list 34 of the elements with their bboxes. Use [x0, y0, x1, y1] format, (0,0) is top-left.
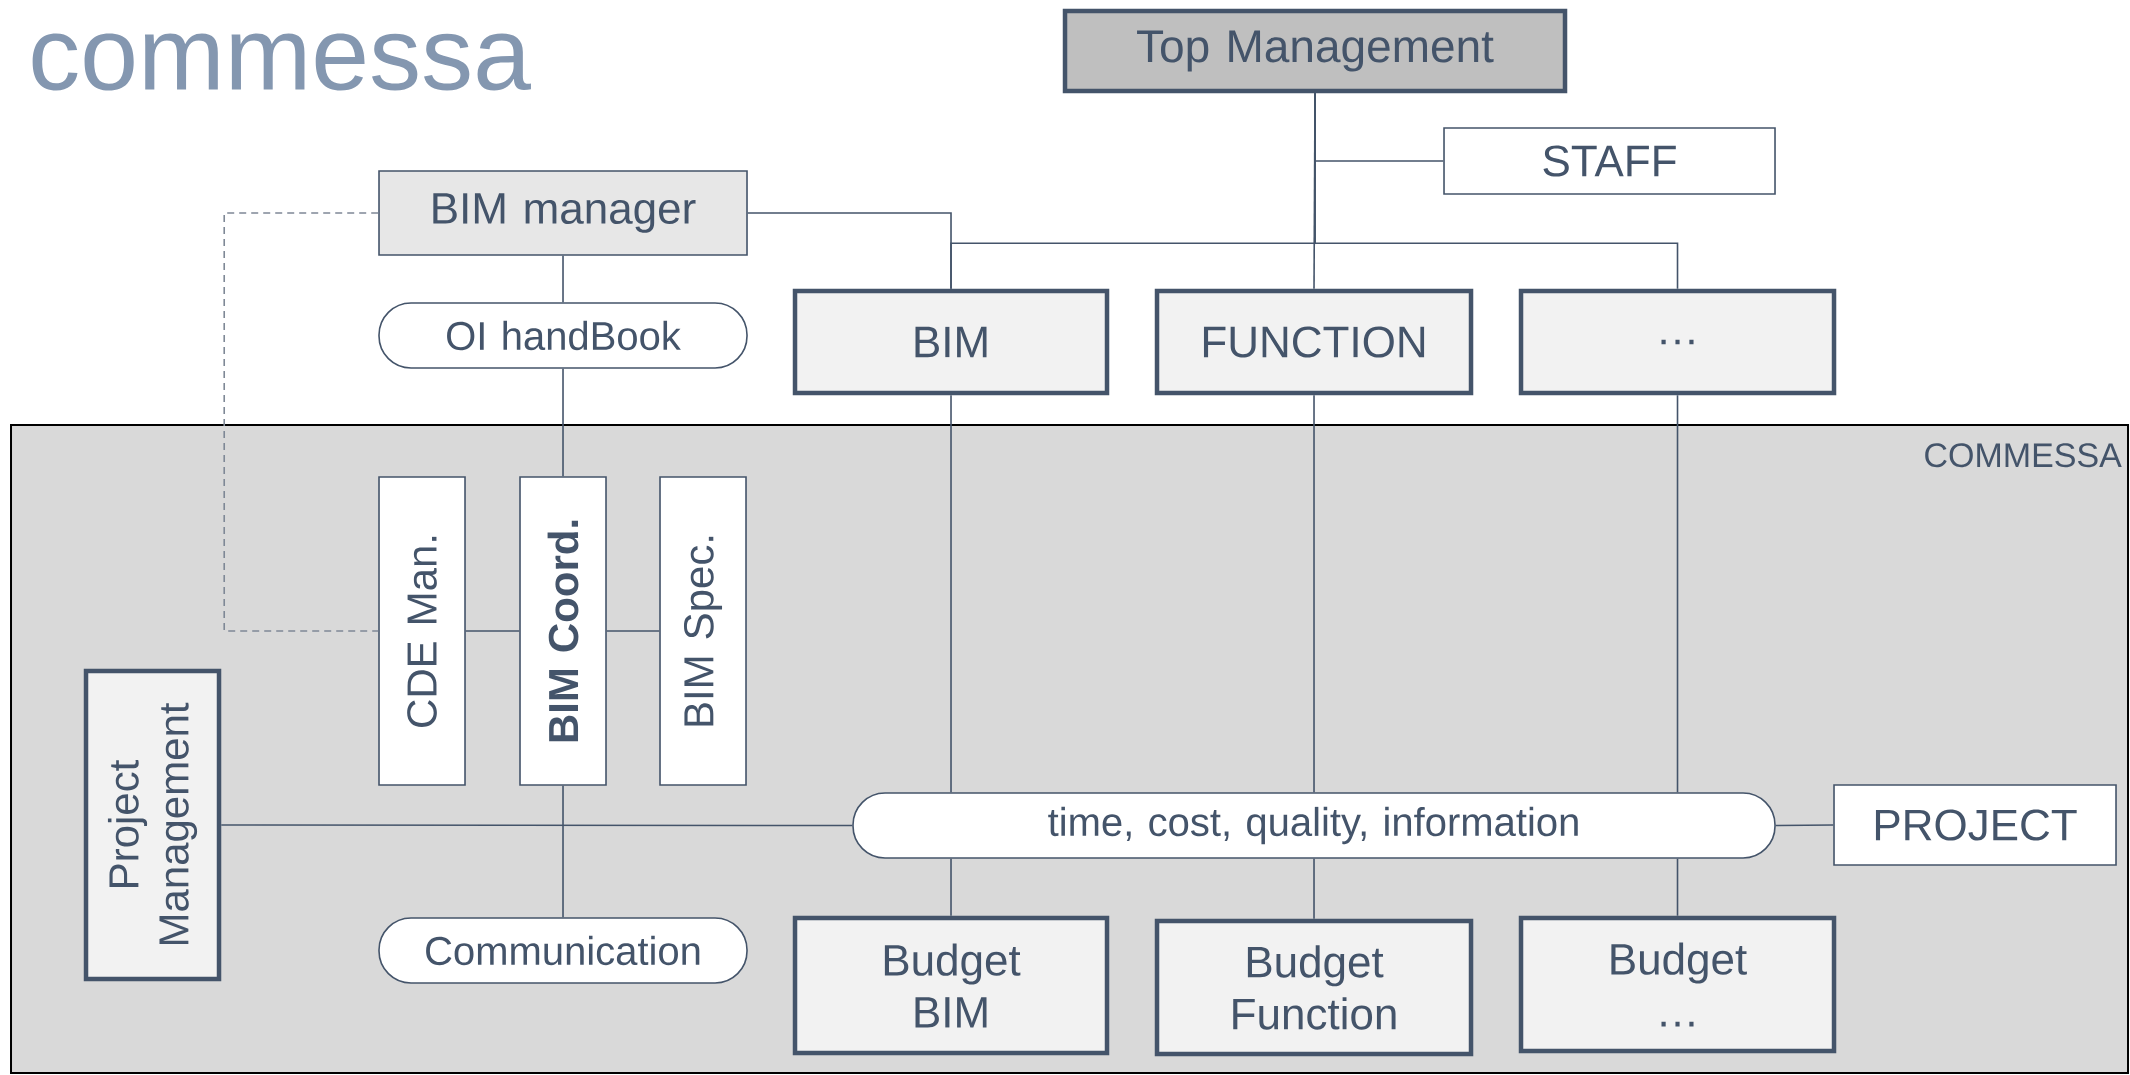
- connector-line: [465, 630, 520, 632]
- page-title: commessa: [32, 33, 531, 91]
- connector-line: [562, 785, 564, 918]
- connector-line: [950, 858, 952, 917]
- budget-box: Budget …: [1518, 915, 1837, 1054]
- unit-box: BIM: [792, 288, 1110, 396]
- unit-box: FUNCTION: [1154, 288, 1474, 396]
- connector-line: [1313, 394, 1315, 793]
- role-box: BIM Spec.: [659, 476, 747, 786]
- objectives-pill: time, cost, quality, information: [852, 792, 1776, 859]
- budget-box: Budget Function: [1154, 918, 1474, 1057]
- connector-line: [1775, 824, 1834, 827]
- connector-line: [562, 255, 564, 303]
- connector-line: [1314, 92, 1679, 290]
- connector-line: [747, 212, 952, 290]
- management-box: Project Management: [83, 668, 222, 982]
- budget-box: Budget BIM: [792, 915, 1110, 1056]
- role-box: BIM manager: [378, 170, 748, 256]
- role-box: BIM Coord.: [519, 476, 607, 786]
- connector-line: [1313, 858, 1315, 920]
- connector-line: [1676, 394, 1679, 793]
- staff-box: STAFF: [1443, 127, 1776, 195]
- connector-line: [562, 368, 564, 477]
- management-box: Top Management: [1062, 8, 1568, 94]
- connector-line: [1676, 858, 1679, 917]
- connector-line: [220, 824, 853, 827]
- document-pill: OI handBook: [378, 302, 748, 369]
- role-box: CDE Man.: [378, 476, 466, 786]
- connector-line: [950, 394, 952, 793]
- communication-pill: Communication: [378, 917, 748, 984]
- unit-box: …: [1518, 288, 1837, 396]
- connector-line: [606, 630, 660, 632]
- connector-line: [223, 212, 379, 632]
- project-box: PROJECT: [1833, 784, 2117, 866]
